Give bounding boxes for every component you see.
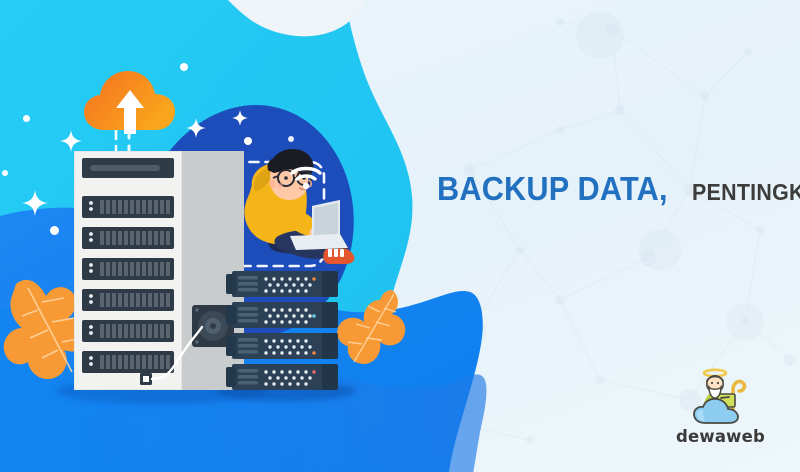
- decor-dot: [23, 115, 30, 122]
- decor-dot: [50, 226, 59, 235]
- sparkle-icon: [22, 190, 48, 216]
- decor-dot: [288, 136, 294, 142]
- headline-secondary: PENTINGKAH?: [692, 179, 800, 205]
- shoe: [323, 245, 355, 264]
- brand-logo[interactable]: dewaweb: [676, 366, 766, 450]
- leaf-icon: [337, 290, 406, 364]
- fan-icon: [192, 305, 234, 347]
- leaf-icon: [3, 279, 89, 380]
- server-rack-icon: [74, 151, 244, 390]
- brand-name: dewaweb: [676, 427, 766, 446]
- white-cloud-shape: [227, 0, 365, 37]
- server-stack-icon: [226, 271, 338, 390]
- wifi-icon: [290, 166, 322, 190]
- sparkle-icon: [186, 118, 206, 138]
- sparkle-icon: [232, 110, 248, 126]
- sparkle-icon: [60, 130, 82, 152]
- headline-primary: BACKUP DATA,: [437, 170, 668, 207]
- decor-dot: [2, 170, 8, 176]
- decor-dot: [180, 63, 188, 71]
- decor-dot: [244, 137, 252, 145]
- person-with-laptop-icon: [244, 148, 355, 264]
- headline: BACKUP DATA, PENTINGKAH?: [437, 170, 800, 210]
- sage-mascot-icon: [693, 368, 747, 424]
- laptop-icon: [290, 200, 348, 250]
- cloud-upload-icon: [84, 71, 175, 134]
